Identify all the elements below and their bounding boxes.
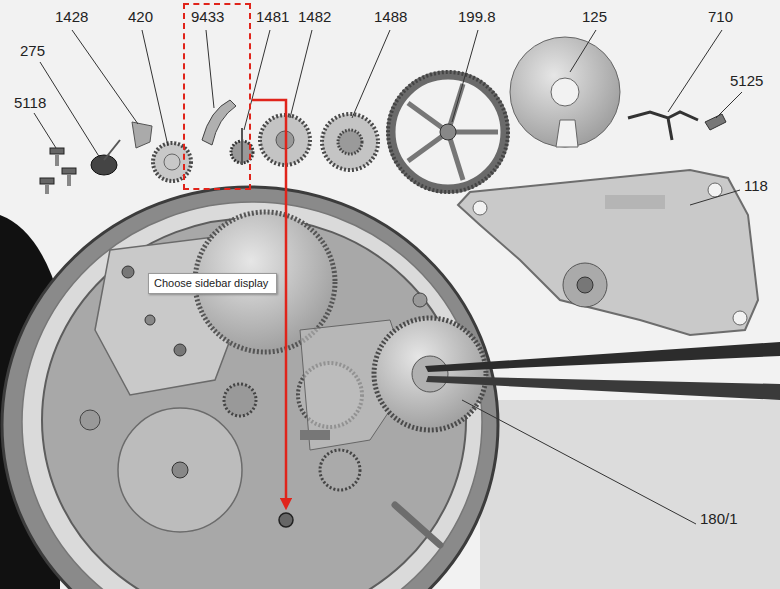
red-arrow — [252, 100, 286, 504]
screw — [122, 266, 134, 278]
plate-hole — [708, 183, 722, 197]
click — [300, 430, 330, 440]
leader-line — [40, 62, 100, 158]
gear-hub — [412, 356, 448, 392]
screw-head — [62, 168, 76, 174]
loose-parts — [40, 37, 780, 430]
gear-hub — [164, 154, 180, 170]
winding-stem — [395, 505, 440, 545]
leader-lines — [34, 30, 742, 524]
pinion — [338, 130, 362, 154]
callout-number: 5125 — [730, 72, 763, 90]
leader-line — [352, 30, 390, 118]
screws-5118 — [40, 148, 76, 194]
callout-number: 5118 — [14, 94, 46, 112]
leader-line — [452, 30, 478, 122]
gear-180-1 — [374, 318, 486, 430]
screw-head — [50, 148, 64, 154]
target-screw — [279, 513, 293, 527]
node-text: Choose sidebar display — [154, 277, 271, 290]
screw-shank — [67, 174, 71, 186]
watch-movement — [2, 187, 498, 589]
leader-line — [690, 190, 740, 205]
case — [2, 187, 498, 589]
screw-shank — [55, 154, 59, 166]
engraving-area — [605, 195, 665, 209]
pinion — [320, 450, 360, 490]
callout-number: 118 — [744, 177, 768, 195]
screw — [174, 344, 186, 356]
wheel-spokes — [408, 84, 498, 180]
gear-1488 — [322, 114, 378, 170]
leader-line — [570, 30, 596, 72]
plate-hole — [551, 78, 579, 106]
callout-number: 1482 — [298, 8, 331, 26]
jewel — [172, 462, 188, 478]
plate-hole — [473, 201, 487, 215]
jewel — [145, 315, 155, 325]
spring-710 — [628, 112, 698, 140]
leader-line — [72, 30, 138, 124]
tweezer-arm — [425, 342, 780, 372]
plate-recess — [563, 263, 607, 307]
leader-line — [34, 113, 56, 148]
plate-cutout — [556, 120, 578, 147]
plate-1428 — [132, 122, 152, 148]
wheel-teeth — [388, 72, 508, 192]
table-surface — [480, 400, 780, 589]
screw-shank — [45, 184, 49, 194]
gear-420 — [153, 143, 191, 181]
wheel-hub — [440, 124, 456, 140]
pinion — [224, 384, 256, 416]
screw-5125 — [705, 114, 726, 130]
tweezer-arm — [426, 376, 780, 400]
highlight-box: 9433 — [183, 3, 251, 190]
crown-wheel — [91, 155, 117, 175]
leader-line — [716, 92, 742, 118]
callout-number: 1428 — [55, 8, 88, 26]
screw-head — [40, 178, 54, 184]
arbor — [241, 128, 243, 165]
callout-number: 275 — [20, 42, 45, 60]
lever-9433 — [202, 100, 236, 145]
callout-number: 1481 — [256, 8, 289, 26]
leader-line — [244, 30, 270, 130]
leader-line — [462, 400, 696, 524]
callout-number: 199.8 — [458, 8, 496, 26]
callout-number: 420 — [128, 8, 153, 26]
tooltip-box: Choose sidebar display — [148, 273, 277, 294]
plate-118 — [458, 170, 758, 335]
gear-teeth — [374, 318, 486, 430]
plate-hole — [733, 311, 747, 325]
screw — [413, 293, 427, 307]
wheel-rim — [391, 75, 505, 189]
plate-125 — [510, 37, 620, 147]
leader-line — [668, 30, 722, 112]
leader-line — [142, 30, 168, 146]
node-text: 9433 — [191, 8, 243, 26]
screw — [80, 410, 100, 430]
callout-number: 180/1 — [700, 510, 738, 528]
arbor — [104, 140, 120, 160]
jewel — [577, 277, 593, 293]
leader-line — [206, 30, 214, 108]
callout-number: 710 — [708, 8, 733, 26]
leader-line — [290, 30, 312, 118]
callout-number: 125 — [582, 8, 607, 26]
callout-number: 1488 — [374, 8, 407, 26]
lower-bridge — [118, 408, 242, 532]
